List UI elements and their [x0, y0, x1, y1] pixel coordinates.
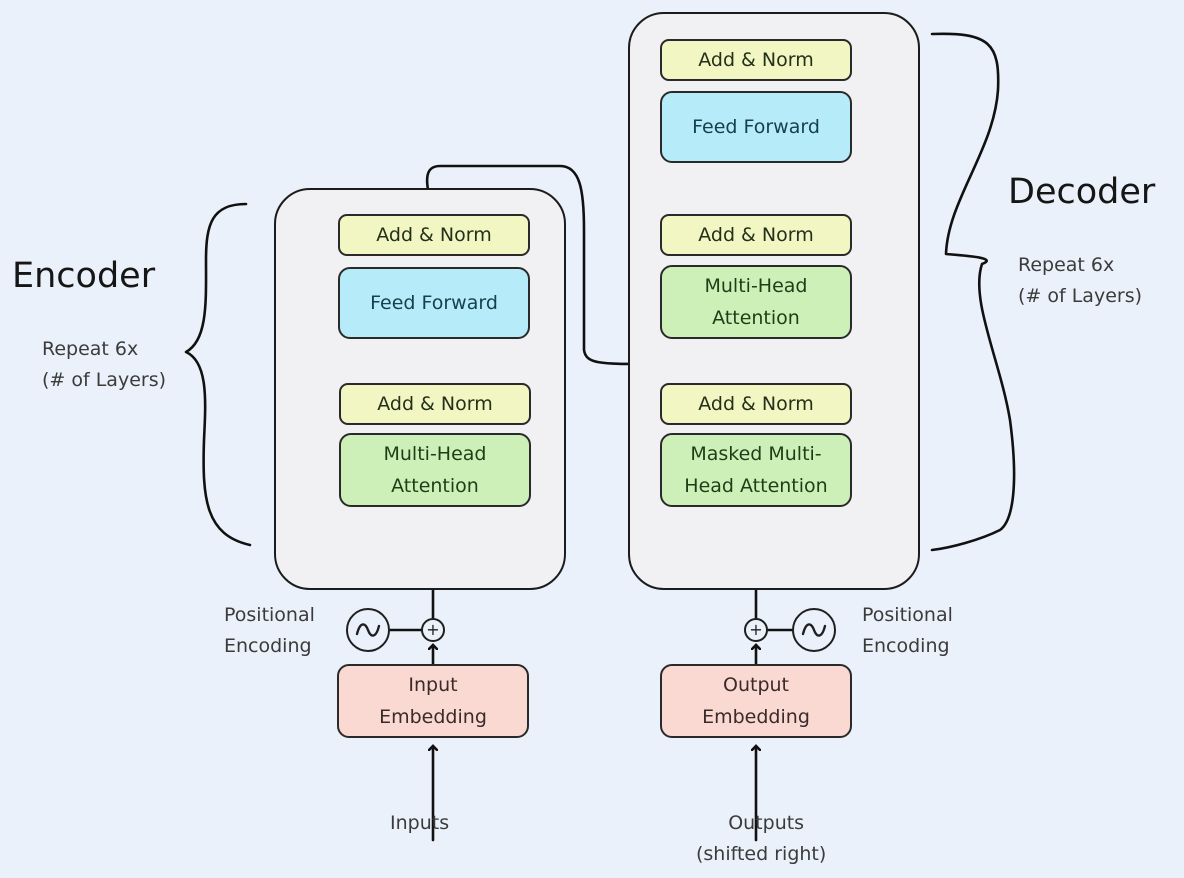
decoder-positional-encoding-label: Positional Encoding — [862, 600, 953, 662]
decoder-cross-attention-label-line2: Attention — [712, 307, 800, 329]
decoder-masked-attention-label-line2: Head Attention — [684, 475, 828, 497]
input-embedding[interactable]: Input Embedding — [337, 664, 529, 738]
pe-line2: Encoding — [862, 635, 950, 657]
encoder-repeat-brace — [184, 202, 252, 547]
outputs-label: Outputs (shifted right) — [696, 808, 826, 870]
decoder-add-norm-top-label: Add & Norm — [698, 48, 814, 71]
encoder-repeat-line2: (# of Layers) — [42, 369, 167, 391]
encoder-attention-label-line1: Multi-Head — [383, 443, 487, 465]
encoder-add-norm-top[interactable]: Add & Norm — [338, 214, 530, 256]
sine-wave-glyph — [355, 623, 381, 637]
decoder-repeat-brace — [930, 32, 1016, 552]
pe-line2: Encoding — [224, 635, 312, 657]
encoder-feed-forward-label: Feed Forward — [370, 291, 498, 314]
input-embedding-label-line1: Input — [408, 674, 458, 696]
pe-line1: Positional — [224, 604, 315, 626]
encoder-sine-wave-icon — [346, 608, 390, 652]
decoder-repeat-line1: Repeat 6x — [1018, 254, 1115, 276]
output-embedding[interactable]: Output Embedding — [660, 664, 852, 738]
decoder-feed-forward-label: Feed Forward — [692, 115, 820, 138]
encoder-add-norm-bottom[interactable]: Add & Norm — [339, 383, 531, 425]
encoder-repeat-label: Repeat 6x (# of Layers) — [42, 334, 166, 396]
encoder-add-icon: + — [421, 618, 445, 642]
decoder-add-norm-bottom[interactable]: Add & Norm — [660, 383, 852, 425]
decoder-add-norm-top[interactable]: Add & Norm — [660, 39, 852, 81]
decoder-cross-attention-label-line1: Multi-Head — [704, 275, 808, 297]
decoder-add-norm-bottom-label: Add & Norm — [698, 392, 814, 415]
encoder-repeat-line1: Repeat 6x — [42, 338, 139, 360]
decoder-add-norm-middle-label: Add & Norm — [698, 223, 814, 246]
decoder-add-icon: + — [744, 618, 768, 642]
encoder-feed-forward[interactable]: Feed Forward — [338, 267, 530, 339]
outputs-line2: (shifted right) — [696, 843, 827, 865]
sine-wave-glyph — [801, 623, 827, 637]
outputs-line1: Outputs — [728, 812, 805, 834]
encoder-multi-head-attention[interactable]: Multi-Head Attention — [339, 433, 531, 507]
encoder-heading: Encoder — [12, 256, 156, 296]
pe-line1: Positional — [862, 604, 953, 626]
decoder-repeat-line2: (# of Layers) — [1018, 285, 1143, 307]
inputs-label: Inputs — [390, 812, 450, 834]
input-embedding-label-line2: Embedding — [379, 706, 487, 728]
decoder-feed-forward[interactable]: Feed Forward — [660, 91, 852, 163]
encoder-positional-encoding-label: Positional Encoding — [224, 600, 315, 662]
output-embedding-label-line2: Embedding — [702, 706, 810, 728]
encoder-attention-label-line2: Attention — [391, 475, 479, 497]
decoder-repeat-label: Repeat 6x (# of Layers) — [1018, 250, 1142, 312]
plus-glyph: + — [749, 620, 763, 639]
decoder-cross-attention[interactable]: Multi-Head Attention — [660, 265, 852, 339]
encoder-add-norm-bottom-label: Add & Norm — [377, 392, 493, 415]
decoder-masked-attention-label-line1: Masked Multi- — [690, 443, 822, 465]
plus-glyph: + — [426, 620, 440, 639]
encoder-add-norm-top-label: Add & Norm — [376, 223, 492, 246]
decoder-sine-wave-icon — [792, 608, 836, 652]
decoder-heading: Decoder — [1008, 172, 1156, 212]
output-embedding-label-line1: Output — [723, 674, 789, 696]
decoder-add-norm-middle[interactable]: Add & Norm — [660, 214, 852, 256]
decoder-masked-attention[interactable]: Masked Multi- Head Attention — [660, 433, 852, 507]
